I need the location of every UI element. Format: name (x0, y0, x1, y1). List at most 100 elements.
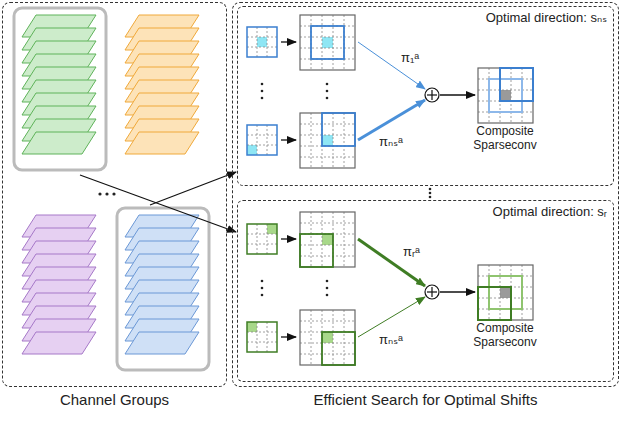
sum-symbol (425, 285, 439, 299)
group-arrow (150, 172, 236, 205)
shift-arrow (281, 238, 296, 239)
grid-cell (322, 135, 333, 146)
grid-line (300, 37, 355, 38)
weight-label: πₙₛᵃ (378, 134, 404, 150)
grid-line (300, 135, 355, 136)
ellipsis-dot (261, 97, 264, 100)
grid-line (300, 223, 355, 224)
weight-arrow (358, 42, 425, 89)
panel-heading: Optimal direction: sᵣ (493, 204, 607, 219)
search-panel: Efficient Search for Optimal ShiftsOptim… (232, 2, 619, 387)
grid-line (311, 113, 312, 168)
grid-line (300, 354, 355, 355)
grid-line (500, 265, 501, 320)
weight-arrow (358, 297, 425, 337)
composite-conv: Composite Sparseconv (462, 66, 548, 156)
direction-panel: Optimal direction: sₙₛComposite Sparseco… (237, 6, 614, 186)
grid-border (247, 322, 277, 352)
grid-line (311, 212, 312, 267)
channel-layer (125, 332, 199, 354)
sum-arrow (440, 94, 475, 96)
kernel-window (489, 79, 522, 112)
grid-cell (257, 37, 267, 47)
ellipsis-dot (326, 97, 329, 100)
grid-line (247, 135, 277, 136)
ellipsis-dot (429, 192, 432, 195)
direction-panel: Optimal direction: sᵣ Composite Sparsecon… (237, 200, 614, 382)
group-arrow (80, 175, 236, 232)
grid-line (300, 343, 355, 344)
grid-line (478, 298, 533, 299)
composite-conv: Composite Sparseconv (462, 263, 548, 353)
kernel-window (489, 276, 522, 309)
ellipsis-dot (326, 90, 329, 93)
ellipsis-dot (105, 192, 108, 195)
kernel-window (300, 234, 333, 267)
grid-line (247, 342, 277, 343)
grid-line (300, 245, 355, 246)
ellipsis-dot (112, 192, 115, 195)
grid-line (257, 125, 258, 155)
grid-border (247, 125, 277, 155)
ellipsis-dot (261, 294, 264, 297)
channel-layer (22, 132, 96, 154)
grid-line (322, 212, 323, 267)
grid-cell (322, 37, 333, 48)
kernel-window (500, 68, 533, 101)
sum-symbol (425, 88, 439, 102)
ellipsis-dot (261, 287, 264, 290)
caption-text: Composite Sparseconv (462, 124, 548, 152)
sum-symbol (431, 287, 432, 297)
grid-border (478, 68, 533, 123)
grid-line (257, 322, 258, 352)
sum-arrow (440, 291, 475, 293)
grid-cell (322, 234, 333, 245)
grid-border (300, 15, 355, 70)
grid-line (344, 212, 345, 267)
grid-line (267, 125, 268, 155)
grid-cell (247, 145, 257, 155)
grid-cell (500, 287, 511, 298)
ellipsis-dot (429, 188, 432, 191)
grid-line (333, 15, 334, 70)
channel-layer (22, 332, 96, 354)
ellipsis-dot (98, 192, 101, 195)
grid-line (344, 113, 345, 168)
weight-label: π₁ᵃ (400, 50, 420, 66)
kernel-window (311, 26, 344, 59)
grid-line (300, 256, 355, 257)
caption-text: Composite Sparseconv (462, 321, 548, 349)
ellipsis-dot (261, 83, 264, 86)
grid-line (300, 48, 355, 49)
sum-symbol (431, 90, 432, 100)
grid-line (333, 310, 334, 365)
grid-line (247, 244, 277, 245)
grid-line (267, 322, 268, 352)
shift-arrow (281, 41, 296, 42)
grid-line (267, 224, 268, 254)
grid-border (247, 224, 277, 254)
panel-heading: Optimal direction: sₙₛ (486, 10, 607, 25)
grid-cell (247, 322, 257, 332)
grid-line (247, 234, 277, 235)
grid-cell (322, 332, 333, 343)
kernel-window (322, 113, 355, 146)
grid-line (247, 37, 277, 38)
caption-text: Channel Groups (3, 391, 226, 408)
ellipsis-dot (261, 90, 264, 93)
weight-arrow (358, 239, 425, 286)
ellipsis-dot (261, 280, 264, 283)
grid-border (478, 265, 533, 320)
grid-cell (500, 90, 511, 101)
grid-line (344, 310, 345, 365)
grid-border (300, 113, 355, 168)
grid-line (322, 15, 323, 70)
ellipsis-dot (326, 280, 329, 283)
grid-line (257, 224, 258, 254)
weight-label: πᵣᵃ (402, 244, 421, 260)
grid-line (311, 310, 312, 365)
group-panel: Channel Groups (2, 2, 227, 387)
grid-line (247, 47, 277, 48)
grid-cell (267, 224, 277, 234)
ellipsis-dot (326, 287, 329, 290)
